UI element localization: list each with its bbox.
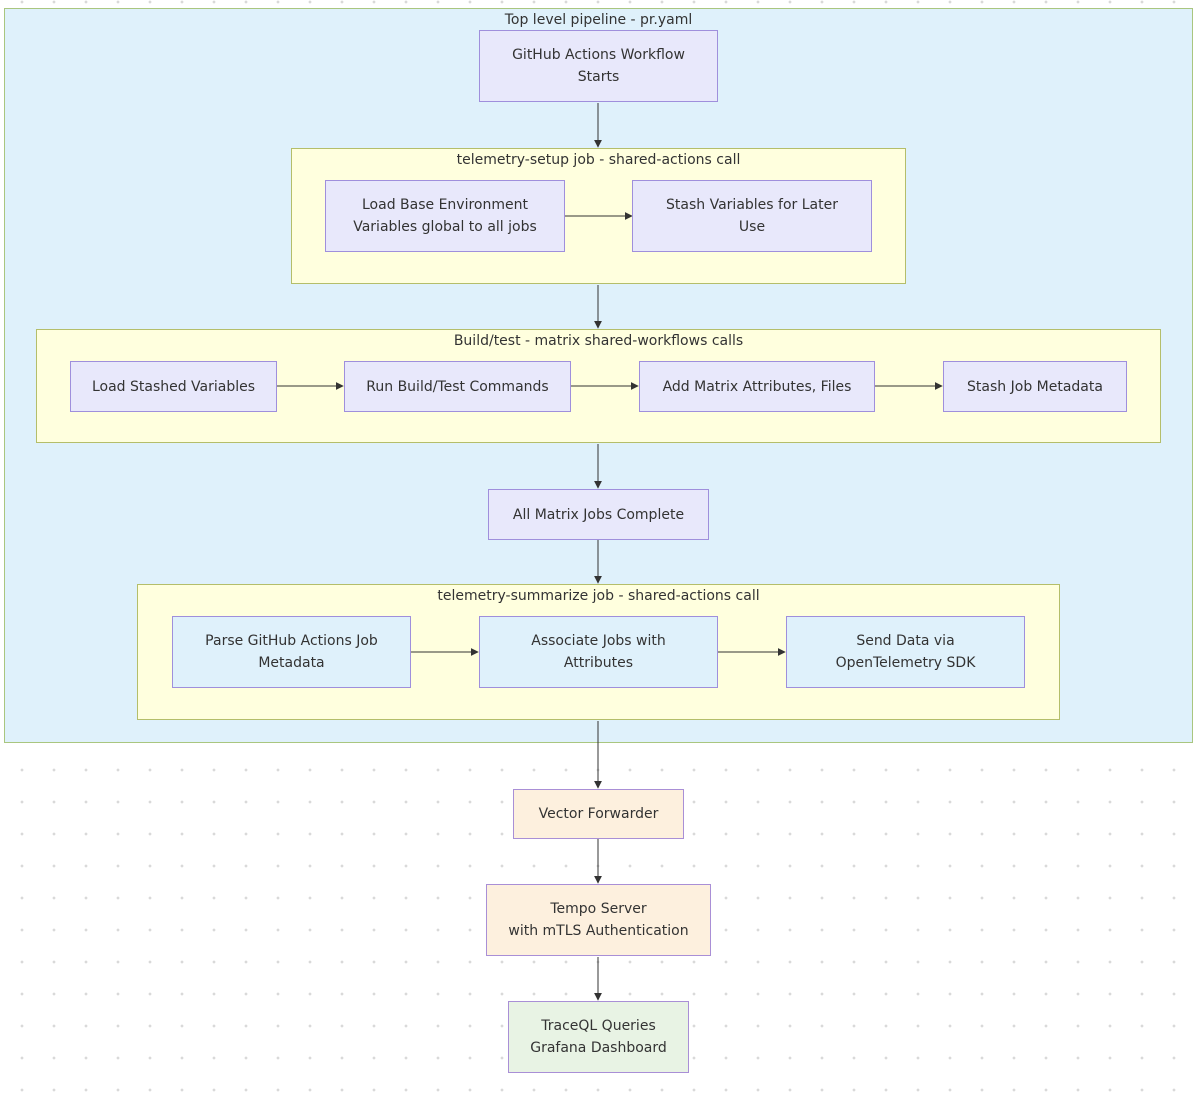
node-vector-forwarder-label: Vector Forwarder — [538, 806, 659, 822]
node-stash-vars[interactable]: Stash Variables for Later Use — [632, 180, 872, 252]
node-parse-meta-label: Parse GitHub Actions Job Metadata — [205, 633, 378, 671]
node-associate-label: Associate Jobs with Attributes — [531, 633, 666, 671]
group-title-build-test: Build/test - matrix shared-workflows cal… — [453, 333, 744, 349]
node-stash-job-meta-label: Stash Job Metadata — [967, 378, 1103, 395]
node-add-matrix-label: Add Matrix Attributes, Files — [662, 378, 852, 395]
node-stash-vars-label: Stash Variables for Later Use — [666, 197, 838, 235]
node-send-data-label: Send Data via OpenTelemetry SDK — [835, 633, 976, 671]
node-matrix-complete[interactable]: All Matrix Jobs Complete — [488, 489, 709, 540]
node-workflow-start-label: GitHub Actions Workflow Starts — [512, 47, 685, 85]
node-run-build-label: Run Build/Test Commands — [366, 378, 549, 395]
node-tempo-server[interactable]: Tempo Server with mTLS Authentication — [486, 884, 711, 956]
node-run-build[interactable]: Run Build/Test Commands — [344, 361, 571, 412]
group-title-top-level: Top level pipeline - pr.yaml — [504, 12, 693, 28]
node-load-base-env[interactable]: Load Base Environment Variables global t… — [325, 180, 565, 252]
group-title-telemetry-summarize: telemetry-summarize job - shared-actions… — [437, 588, 760, 604]
node-workflow-start[interactable]: GitHub Actions Workflow Starts — [479, 30, 718, 102]
node-load-stashed[interactable]: Load Stashed Variables — [70, 361, 277, 412]
node-associate[interactable]: Associate Jobs with Attributes — [479, 616, 718, 688]
node-vector-forwarder[interactable]: Vector Forwarder — [513, 789, 684, 839]
group-title-telemetry-setup: telemetry-setup job - shared-actions cal… — [456, 152, 741, 168]
node-load-base-env-label: Load Base Environment Variables global t… — [353, 197, 537, 235]
node-traceql-label: TraceQL Queries Grafana Dashboard — [530, 1018, 667, 1056]
node-parse-meta[interactable]: Parse GitHub Actions Job Metadata — [172, 616, 411, 688]
node-load-stashed-label: Load Stashed Variables — [91, 378, 256, 395]
node-tempo-server-label: Tempo Server with mTLS Authentication — [508, 901, 689, 939]
node-traceql[interactable]: TraceQL Queries Grafana Dashboard — [508, 1001, 689, 1073]
node-add-matrix[interactable]: Add Matrix Attributes, Files — [639, 361, 875, 412]
node-matrix-complete-label: All Matrix Jobs Complete — [512, 506, 685, 523]
node-send-data[interactable]: Send Data via OpenTelemetry SDK — [786, 616, 1025, 688]
node-stash-job-meta[interactable]: Stash Job Metadata — [943, 361, 1127, 412]
